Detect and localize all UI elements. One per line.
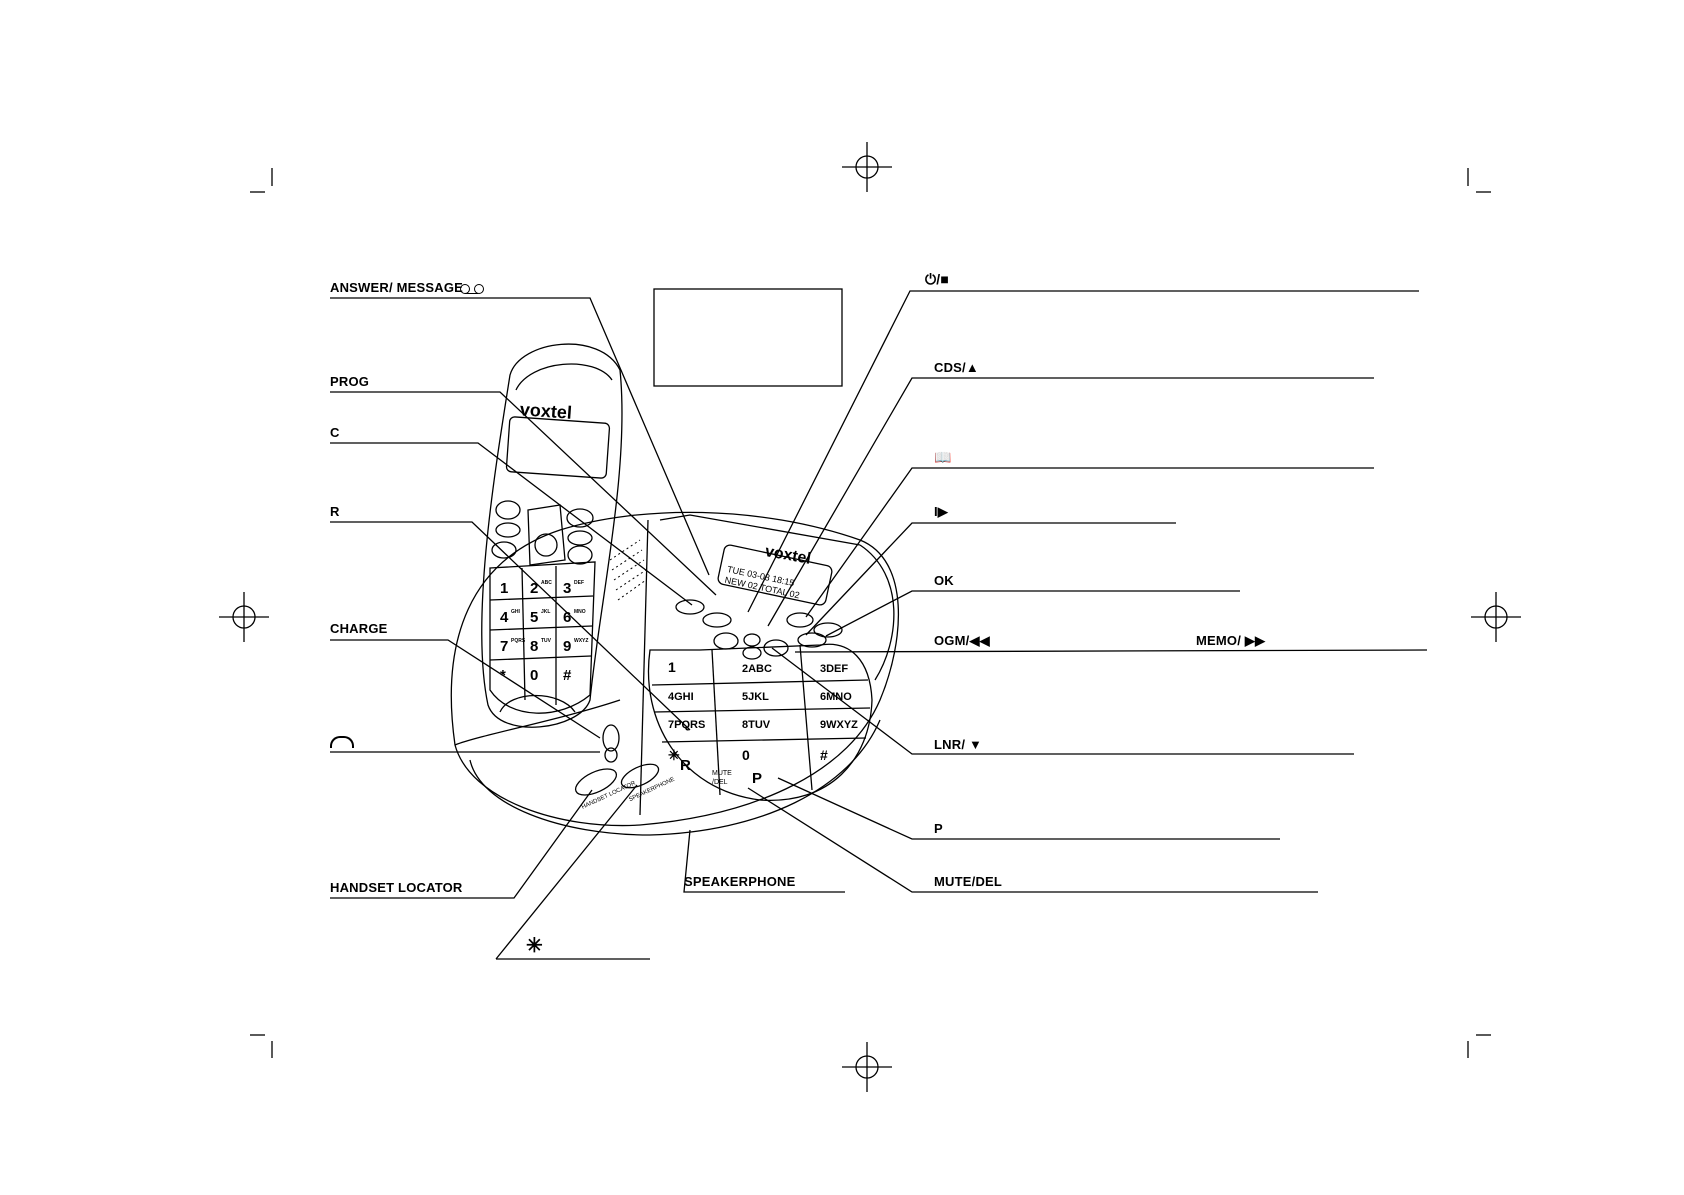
base-key-p: P bbox=[752, 770, 762, 787]
message-icon bbox=[460, 284, 486, 294]
base-key: 9WXYZ bbox=[820, 719, 858, 731]
label-lnr-down: LNR/ ▼ bbox=[934, 737, 983, 752]
base-key: 3DEF bbox=[820, 663, 848, 675]
label-charge: CHARGE bbox=[330, 621, 388, 636]
handset-key: 9 bbox=[563, 638, 571, 655]
base-key: 8TUV bbox=[742, 719, 771, 731]
base-keypad: 1 2ABC 3DEF 4GHI 5JKL 6MNO 7PQRS 8TUV 9WXYZ ✳ 0 # bbox=[668, 659, 858, 763]
base-key-mute-1: MUTE bbox=[712, 770, 732, 777]
label-answer-message: ANSWER/ MESSAGE bbox=[330, 280, 464, 295]
leader-lines bbox=[330, 290, 1428, 960]
handset-brand: voxtel bbox=[519, 399, 572, 423]
crop-marks bbox=[250, 168, 1491, 1058]
label-power-stop: ⏻/■ bbox=[925, 271, 950, 287]
handset-key: 5 bbox=[530, 609, 538, 626]
handset-key-letters: TUV bbox=[541, 638, 552, 644]
base-key: 2ABC bbox=[742, 663, 772, 675]
handset-key: * bbox=[500, 667, 506, 684]
handset-key-letters: WXYZ bbox=[574, 638, 588, 644]
handset-key: 8 bbox=[530, 638, 538, 655]
label-speakerphone: SPEAKERPHONE bbox=[684, 874, 796, 889]
handset-key-letters: DEF bbox=[574, 580, 584, 586]
hang-up-icon bbox=[330, 736, 354, 748]
handset-key-letters: GHI bbox=[511, 609, 521, 615]
base-key: # bbox=[820, 747, 828, 763]
base-key-r: R bbox=[680, 757, 691, 774]
label-ok: OK bbox=[934, 573, 954, 588]
handset-key: 1 bbox=[500, 580, 508, 597]
base-brand: voxtel bbox=[764, 543, 812, 568]
handset-key-letters: ABC bbox=[541, 580, 552, 586]
base-key-mute-2: /DEL bbox=[712, 779, 728, 786]
handset-key-letters: PQRS bbox=[511, 638, 526, 644]
base-key: 1 bbox=[668, 659, 676, 675]
label-mute-del: MUTE/DEL bbox=[934, 874, 1003, 889]
base-key: 4GHI bbox=[668, 691, 694, 703]
handset-key-letters: MNO bbox=[574, 609, 586, 615]
base-key-speakerphone: SPEAKERPHONE bbox=[628, 777, 676, 803]
label-p: P bbox=[934, 821, 943, 836]
handset-key: 0 bbox=[530, 667, 538, 684]
handset bbox=[454, 343, 623, 746]
handset-key: 3 bbox=[563, 580, 571, 597]
handset-key: 4 bbox=[500, 609, 509, 626]
base-key: ✳ bbox=[668, 747, 680, 763]
handset-key-letters: JKL bbox=[541, 609, 550, 615]
base-key: 0 bbox=[742, 747, 750, 763]
label-c: C bbox=[330, 425, 340, 440]
registration-marks bbox=[219, 142, 1521, 1092]
label-r: R bbox=[330, 504, 340, 519]
label-handset-locator: HANDSET LOCATOR bbox=[330, 880, 463, 895]
label-play: I▶ bbox=[934, 504, 949, 519]
handset-key: 2 bbox=[530, 580, 538, 597]
label-star: ✳ bbox=[526, 935, 543, 957]
label-prog: PROG bbox=[330, 374, 370, 389]
handset-key: # bbox=[563, 667, 572, 684]
label-memo: MEMO/ ▶▶ bbox=[1196, 633, 1266, 648]
label-phonebook: 📖 bbox=[934, 449, 952, 465]
label-cds-up: CDS/▲ bbox=[934, 360, 979, 375]
base-key: 6MNO bbox=[820, 691, 852, 703]
label-ogm: OGM/◀◀ bbox=[934, 633, 990, 648]
base-key: 7PQRS bbox=[668, 719, 705, 731]
handset-key: 6 bbox=[563, 609, 571, 626]
handset-key: 7 bbox=[500, 638, 508, 655]
blank-box bbox=[653, 288, 843, 387]
base-key: 5JKL bbox=[742, 691, 769, 703]
